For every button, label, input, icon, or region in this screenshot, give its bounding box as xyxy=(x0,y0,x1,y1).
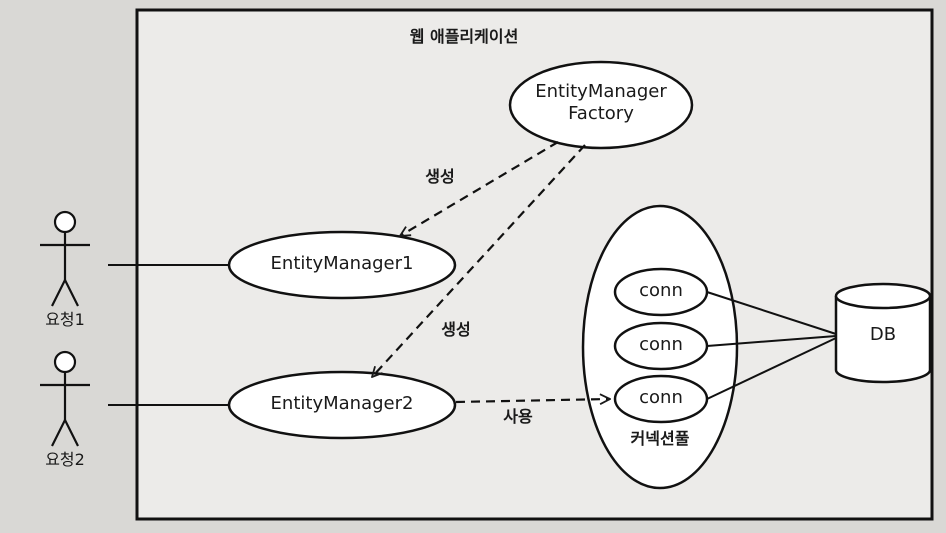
create-label-1: 생성 xyxy=(425,167,455,186)
create-label-2: 생성 xyxy=(441,320,471,339)
conn-db-line-2 xyxy=(706,335,837,347)
actor-2-stick-figure xyxy=(40,350,90,447)
entity-manager-factory-ellipse xyxy=(508,60,694,150)
actor-2-label: 요청2 xyxy=(45,450,85,469)
container-title: 웹 애플리케이션 xyxy=(409,27,519,46)
create-arrow-1 xyxy=(400,141,559,236)
actor-1-stick-figure xyxy=(40,210,90,307)
conn-label-1: conn xyxy=(639,280,683,301)
conn-db-line-1 xyxy=(706,291,837,335)
connection-pool-label: 커넥션풀 xyxy=(630,429,690,448)
entity-manager-2-label: EntityManager2 xyxy=(270,393,414,414)
use-label: 사용 xyxy=(503,407,533,426)
database-label: DB xyxy=(869,324,897,345)
actor-1-label: 요청1 xyxy=(45,310,85,329)
create-arrow-2 xyxy=(372,144,586,377)
conn-label-2: conn xyxy=(639,334,683,355)
database-cylinder xyxy=(834,282,932,384)
use-arrow xyxy=(455,399,610,402)
conn-db-line-3 xyxy=(706,337,837,400)
entity-manager-1-label: EntityManager1 xyxy=(270,253,414,274)
conn-label-3: conn xyxy=(639,387,683,408)
entity-manager-factory-label: EntityManager Factory xyxy=(535,81,667,124)
